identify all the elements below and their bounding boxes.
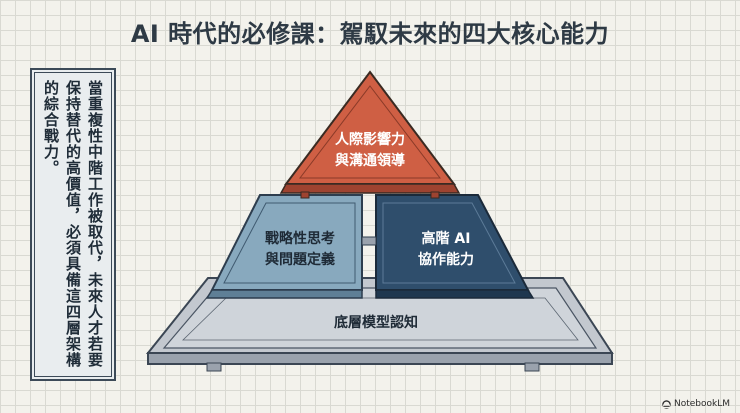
middle-right-label-line2: 協作能力 xyxy=(418,251,474,268)
pyramid-top-block: 人際影響力 與溝通領導 xyxy=(279,70,461,199)
sidebar-note: 當重複性中階工作被取代，未來人才若要保持替代的高價值，必須具備這四層架構的綜合戰… xyxy=(30,68,116,381)
middle-connector xyxy=(361,236,377,246)
page-title: AI 時代的必修課：駕馭未來的四大核心能力 xyxy=(130,20,610,48)
middle-left-label-line1: 戰略性思考 xyxy=(265,230,335,247)
base-layer-label: 底層模型認知 xyxy=(334,314,418,331)
brand-label: NotebookLM xyxy=(673,399,730,409)
middle-right-label-line1: 高階 AI xyxy=(422,230,471,247)
top-label-line2: 與溝通領導 xyxy=(335,152,405,169)
top-label-line1: 人際影響力 xyxy=(335,131,405,148)
pyramid-middle-left-block: 戰略性思考 與問題定義 xyxy=(205,194,363,299)
middle-left-label-line2: 與問題定義 xyxy=(265,251,335,268)
notebooklm-logo-icon xyxy=(662,399,671,409)
pyramid-middle-right-block: 高階 AI 協作能力 xyxy=(375,194,535,299)
sidebar-note-text: 當重複性中階工作被取代，未來人才若要保持替代的高價值，必須具備這四層架構的綜合戰… xyxy=(42,80,104,368)
brand-watermark: NotebookLM xyxy=(662,399,730,409)
